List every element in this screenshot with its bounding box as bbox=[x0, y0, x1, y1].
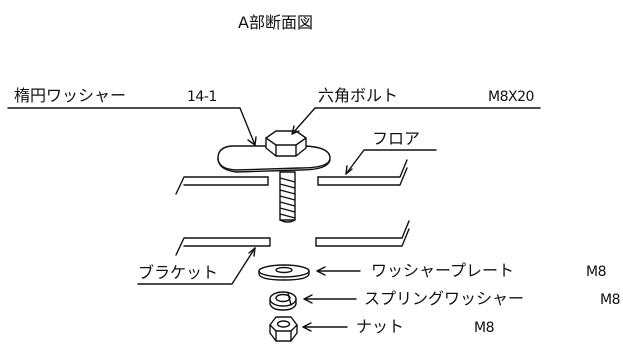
oval-washer-label: 楕円ワッシャー bbox=[14, 86, 127, 105]
bracket-panel bbox=[175, 220, 410, 256]
spring-washer-shape bbox=[269, 291, 297, 311]
bolt-shank-shape bbox=[279, 171, 296, 223]
nut-label: ナット bbox=[356, 317, 405, 336]
bracket-label: ブラケット bbox=[138, 263, 219, 282]
hex-bolt-head-shape bbox=[265, 130, 307, 157]
washer-plate-shape bbox=[258, 264, 310, 281]
diagram-title: A部断面図 bbox=[238, 13, 313, 32]
spring-washer-label: スプリングワッシャー bbox=[364, 289, 525, 308]
hex-bolt-size: M8X20 bbox=[488, 89, 534, 105]
oval-washer-code: 14-1 bbox=[187, 89, 217, 105]
leader-lines bbox=[7, 107, 541, 332]
floor-label: フロア bbox=[372, 129, 421, 148]
washer-plate-size: M8 bbox=[586, 264, 607, 280]
hex-nut-shape bbox=[269, 316, 298, 342]
washer-plate-label: ワッシャープレート bbox=[371, 261, 515, 280]
nut-size: M8 bbox=[474, 320, 495, 336]
spring-washer-size: M8 bbox=[600, 292, 621, 308]
floor-panel bbox=[175, 159, 408, 195]
hex-bolt-label: 六角ボルト bbox=[318, 86, 399, 105]
